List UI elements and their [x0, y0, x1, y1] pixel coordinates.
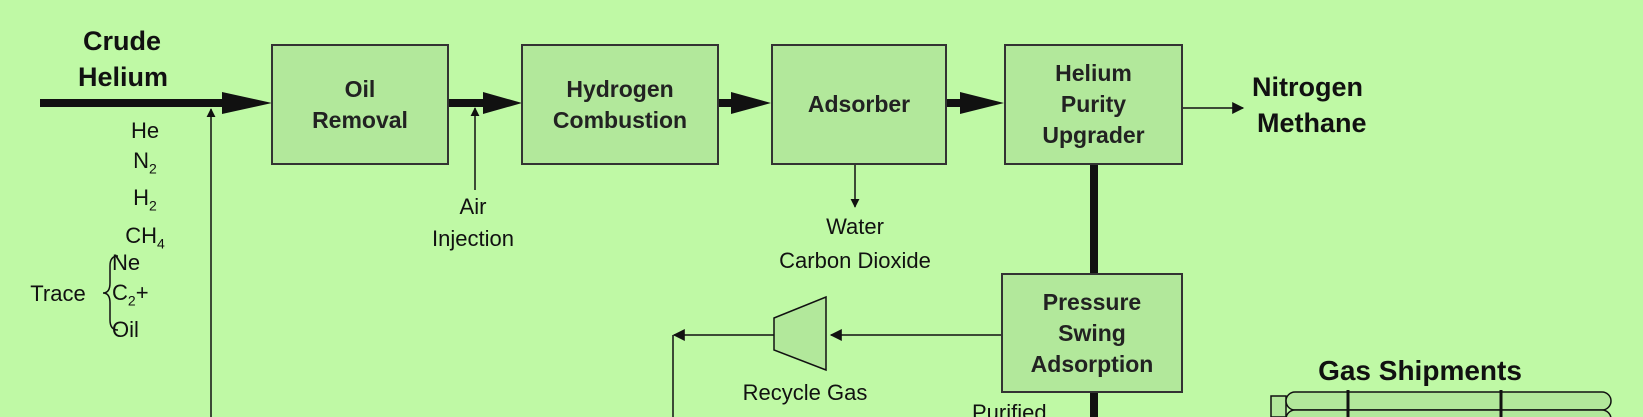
- water-label: Water: [826, 214, 884, 239]
- trace-brace: [102, 255, 119, 331]
- co2-label: Carbon Dioxide: [779, 248, 931, 273]
- nitrogen-label: Nitrogen: [1252, 72, 1363, 102]
- feed-arrowhead: [222, 92, 272, 114]
- purified-label: Purified: [972, 400, 1047, 417]
- psa-box: Pressure Swing Adsorption: [1001, 273, 1183, 393]
- trace-label: Trace: [30, 281, 86, 306]
- chemical-formula: CH4: [125, 222, 165, 252]
- chemical-formula: He: [130, 118, 160, 143]
- arrow-h2-to-adsorber: [731, 92, 771, 114]
- purity-upgrader-box: Helium Purity Upgrader: [1004, 44, 1183, 165]
- chemical-formula: Oil: [112, 317, 139, 343]
- adsorber-box: Adsorber: [771, 44, 947, 165]
- chemical-formula: N2: [133, 148, 157, 177]
- gas-cylinders-icon: [1270, 390, 1612, 417]
- recycle-label: Recycle Gas: [742, 380, 868, 405]
- feed-label-line2: Helium: [77, 62, 169, 92]
- compressor-icon: [773, 295, 827, 372]
- hydrogen-combustion-box: Hydrogen Combustion: [521, 44, 719, 165]
- methane-label: Methane: [1257, 108, 1367, 138]
- air-label-line1: Air: [459, 194, 487, 219]
- feed-label-line1: Crude: [82, 26, 161, 56]
- chemical-formula: Ne: [112, 250, 141, 275]
- gas-shipments-label: Gas Shipments: [1318, 355, 1522, 386]
- arrow-oil-to-h2: [483, 92, 522, 114]
- air-label-line2: Injection: [432, 226, 514, 251]
- arrow-adsorber-to-upgrader: [960, 92, 1004, 114]
- oil-removal-box: Oil Removal: [271, 44, 449, 165]
- chemical-formula: H2: [133, 185, 157, 214]
- chemical-formula: C2+: [112, 280, 149, 309]
